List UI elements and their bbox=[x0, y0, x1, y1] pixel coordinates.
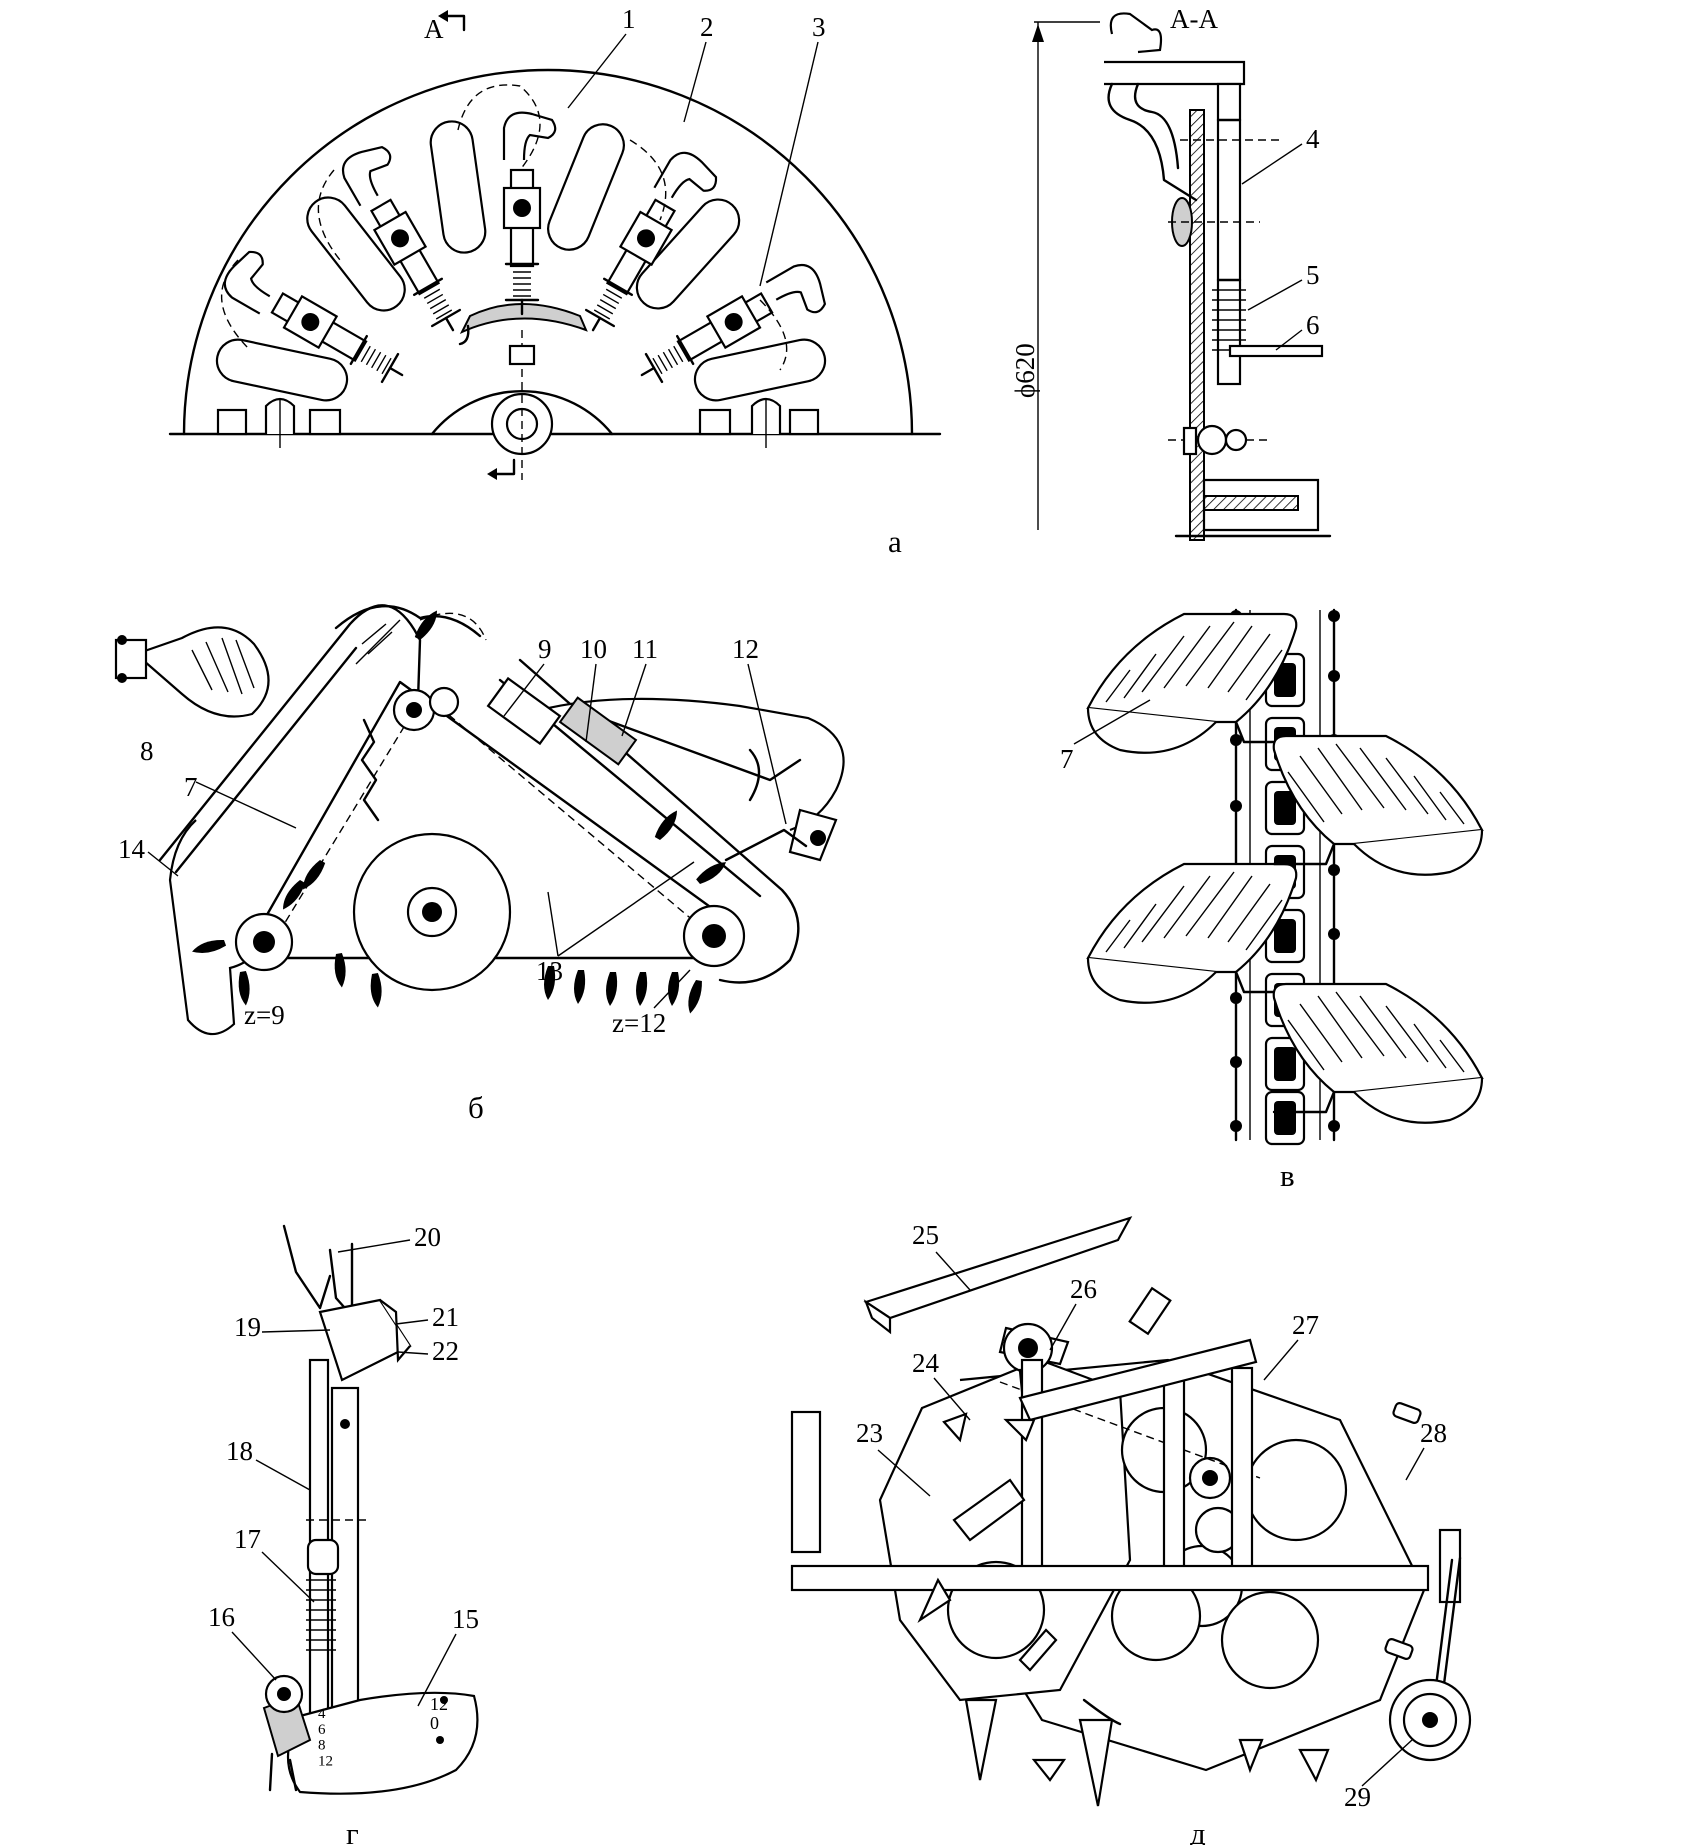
part-4-label: 4 bbox=[1306, 124, 1320, 154]
part-5-label: 5 bbox=[1306, 260, 1320, 290]
part-12-label: 12 bbox=[732, 634, 759, 664]
part-20-label: 20 bbox=[414, 1222, 441, 1252]
section-title: A-A bbox=[1170, 4, 1218, 34]
figure-b-belt-apparatus: 8 7 14 9 10 11 12 13 z=9 z=12 б bbox=[114, 604, 845, 1125]
part-14-label: 14 bbox=[118, 834, 146, 864]
section-mark-a: A bbox=[424, 14, 444, 44]
sprocket-z9-label: z=9 bbox=[244, 1000, 285, 1030]
caption-d: д bbox=[1190, 1816, 1206, 1845]
figure-v-bucket-chain: 7 в bbox=[1060, 608, 1484, 1193]
part-13-label: 13 bbox=[536, 956, 563, 986]
part-15-label: 15 bbox=[452, 1604, 479, 1634]
diameter-label: ϕ620 bbox=[1010, 343, 1040, 398]
part-9-label: 9 bbox=[538, 634, 552, 664]
figure-a-disc-apparatus: A 1 2 3 а bbox=[168, 4, 942, 559]
part-27-label: 27 bbox=[1292, 1310, 1319, 1340]
part-25-label: 25 bbox=[912, 1220, 939, 1250]
caption-b: б bbox=[468, 1090, 484, 1125]
punch-points bbox=[917, 1412, 1330, 1807]
part-16-label: 16 bbox=[208, 1602, 235, 1632]
sprocket-z12-label: z=12 bbox=[612, 1008, 666, 1038]
part-10-label: 10 bbox=[580, 634, 607, 664]
figure-a-section-view: A-A ϕ620 4 5 6 bbox=[1010, 4, 1332, 541]
part-7-bucket-label: 7 bbox=[1060, 744, 1074, 774]
part-21-label: 21 bbox=[432, 1302, 459, 1332]
caption-v: в bbox=[1280, 1158, 1295, 1193]
part-3-label: 3 bbox=[812, 12, 826, 42]
part-2-label: 2 bbox=[700, 12, 714, 42]
part-11-label: 11 bbox=[632, 634, 658, 664]
part-24-label: 24 bbox=[912, 1348, 940, 1378]
figure-d-punch-drum: 25 26 27 24 23 28 29 д bbox=[790, 1216, 1472, 1845]
part-23-label: 23 bbox=[856, 1418, 883, 1448]
part-1-label: 1 bbox=[622, 4, 636, 34]
caption-g: г bbox=[346, 1816, 359, 1845]
part-28-label: 28 bbox=[1420, 1418, 1447, 1448]
part-8-label: 8 bbox=[140, 736, 154, 766]
caption-a: а bbox=[888, 524, 902, 559]
part-26-label: 26 bbox=[1070, 1274, 1097, 1304]
part-18-label: 18 bbox=[226, 1436, 253, 1466]
part-19-label: 19 bbox=[234, 1312, 261, 1342]
part-6-label: 6 bbox=[1306, 310, 1320, 340]
part-22-label: 22 bbox=[432, 1336, 459, 1366]
part-29-label: 29 bbox=[1344, 1782, 1371, 1812]
part-17-label: 17 bbox=[234, 1524, 261, 1554]
part-7-label: 7 bbox=[184, 772, 198, 802]
